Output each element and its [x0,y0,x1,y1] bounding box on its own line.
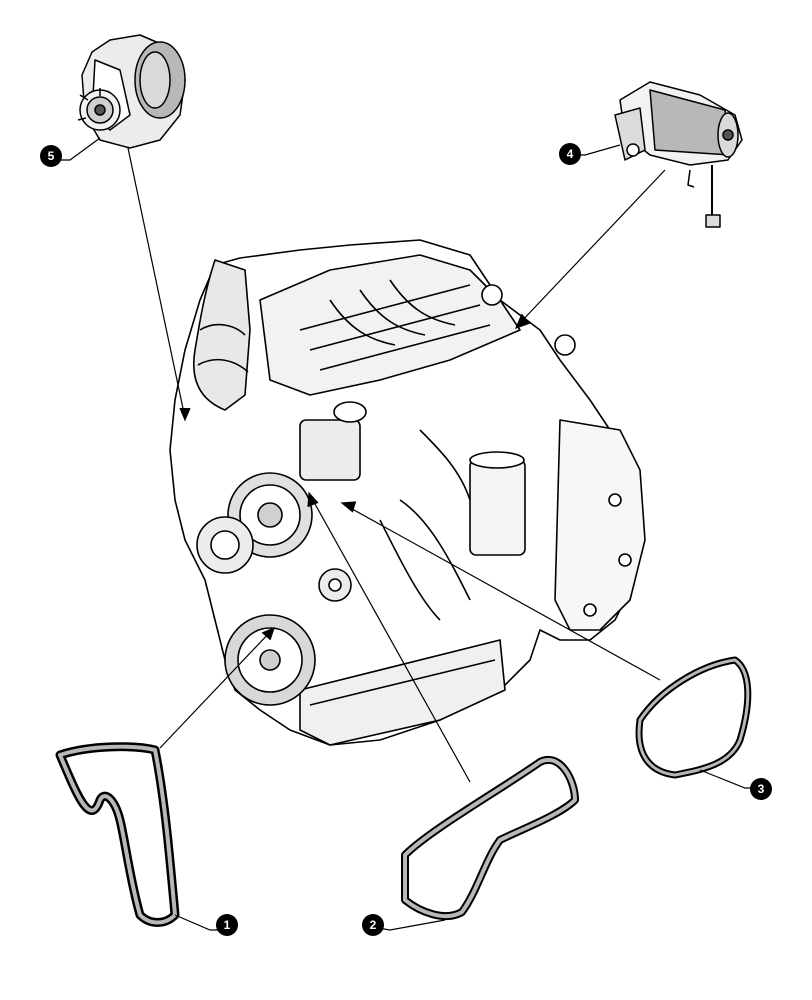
callout-tail-1 [174,914,222,931]
callout-5: 5 [40,145,62,167]
callout-3: 3 [750,778,772,800]
belt-1 [55,742,180,927]
callout-badge [750,778,772,800]
starter-motor [614,81,743,228]
callout-badge [216,914,238,936]
engine-assembly [169,239,646,746]
arrow-head-3 [340,501,357,513]
arrow-head-1 [261,626,275,641]
callout-tail-3 [699,769,756,789]
callout-label: 4 [567,147,574,161]
callout-label: 3 [758,782,765,796]
callout-badge [362,914,384,936]
callout-tail-5 [58,137,101,161]
callout-label: 1 [224,918,231,932]
leader-line-1 [159,629,273,749]
callout-label: 2 [370,918,377,932]
leader-line-5 [127,147,186,419]
arrow-head-2 [307,491,319,508]
leader-line-3 [344,504,661,681]
arrow-head-4 [514,313,531,330]
callout-1: 1 [216,914,238,936]
callout-label: 5 [48,149,55,163]
callout-2: 2 [362,914,384,936]
leader-line-4 [517,169,666,326]
leader-line-2 [309,494,471,783]
callout-tail-2 [377,919,446,931]
callout-4: 4 [559,143,581,165]
alternator [77,34,186,149]
belt-3 [635,656,752,779]
arrow-head-5 [179,407,191,422]
belt-2 [401,756,579,920]
callout-badge [559,143,581,165]
callout-badge [40,145,62,167]
